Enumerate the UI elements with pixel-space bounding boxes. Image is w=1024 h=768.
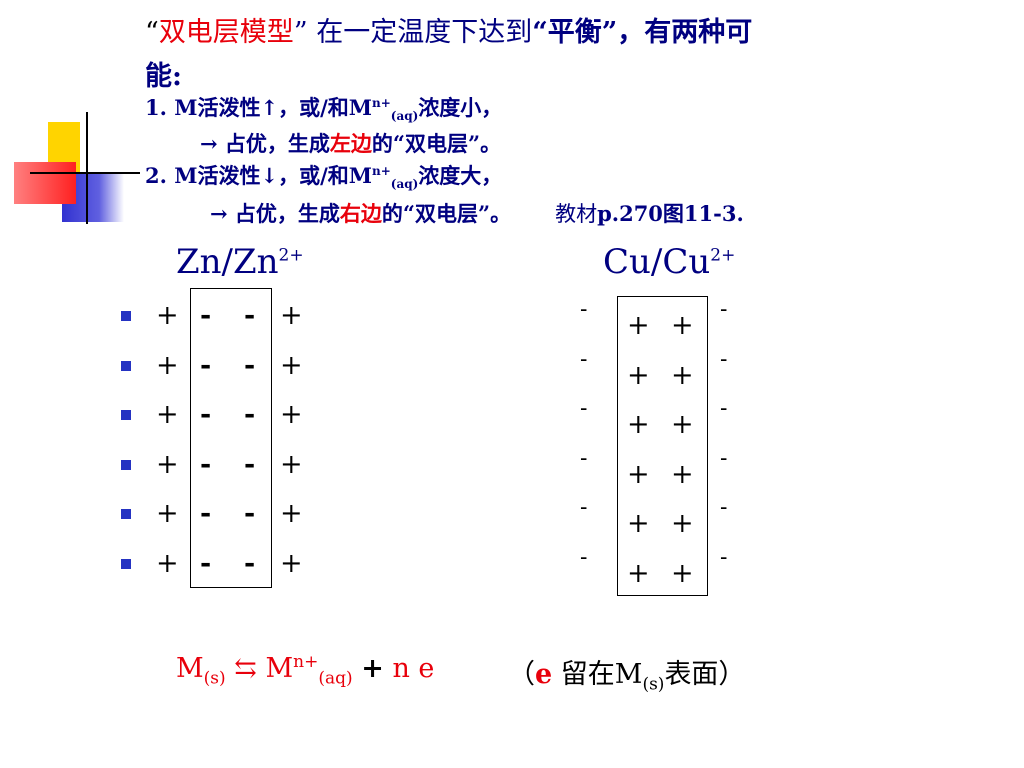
bullet-icon: [121, 410, 131, 420]
cu-metal-charge: +: [671, 409, 694, 440]
zn-metal-charge: -: [200, 547, 212, 579]
cu-solution-charge: -: [580, 445, 588, 471]
bullet-icon: [121, 311, 131, 321]
cu-solution-charge: -: [580, 297, 588, 322]
zn-metal-charge: -: [244, 300, 256, 331]
title-line1: “双电层模型” 在一定温度下达到“平衡”，有两种可: [145, 10, 752, 49]
zn-metal-charge: -: [200, 448, 212, 480]
bullet-icon: [121, 360, 131, 371]
cu-electrode-box: [617, 296, 708, 596]
bullet-icon: [121, 509, 131, 519]
zn-solution-charge: +: [280, 300, 303, 331]
textbook-ref-prefix: 教材: [555, 202, 598, 226]
cu-metal-charge: +: [627, 458, 650, 490]
cu-metal-charge: +: [627, 310, 650, 341]
cu-solution-charge: -: [580, 346, 588, 372]
textbook-ref: p.270图11-3.: [597, 201, 744, 226]
bullet-icon: [121, 459, 131, 470]
title-mid: 在一定温度下达到: [307, 17, 533, 48]
cu-solution-charge: -: [720, 544, 728, 570]
cu-solution-charge: -: [580, 396, 588, 421]
case2-line2: → 占优，生成右边的“双电层”。教材p.270图11-3.: [210, 201, 744, 226]
zn-solution-charge: +: [156, 448, 179, 480]
cu-solution-charge: -: [720, 346, 728, 372]
cu-solution-charge: -: [720, 445, 728, 471]
equation-note: （e 留在M(s)表面）: [508, 659, 746, 695]
zn-metal-charge: -: [244, 349, 256, 381]
cu-metal-charge: +: [627, 508, 650, 539]
case1-side: 左边: [329, 131, 372, 156]
deco-vertical-line: [86, 112, 88, 224]
cu-solution-charge: -: [720, 495, 728, 520]
case2-side: 右边: [339, 201, 382, 226]
cu-metal-charge: +: [671, 359, 694, 391]
equation: M(s) ⇆ Mn+(aq) + n e: [176, 652, 435, 689]
zn-solution-charge: +: [156, 349, 179, 381]
quote-open: “: [145, 17, 159, 48]
deco-horizontal-line: [30, 172, 140, 174]
case1-line1: 1. M活泼性↑，或/和Mn+(aq)浓度小，: [145, 95, 503, 124]
cu-metal-charge: +: [671, 458, 694, 490]
zn-electrode-box: [190, 288, 272, 588]
zn-solution-charge: +: [280, 547, 303, 579]
zn-metal-charge: -: [244, 448, 256, 480]
cu-metal-charge: +: [671, 557, 694, 589]
zn-solution-charge: +: [156, 300, 179, 331]
zn-metal-charge: -: [244, 498, 256, 529]
case1-line2: → 占优，生成左边的“双电层”。: [200, 131, 502, 156]
deco-red-square: [14, 162, 76, 204]
cu-solution-charge: -: [720, 297, 728, 322]
title-line2: 能:: [145, 61, 182, 92]
zn-solution-charge: +: [280, 448, 303, 480]
cu-solution-charge: -: [720, 396, 728, 421]
cu-solution-charge: -: [580, 495, 588, 520]
zn-metal-charge: -: [200, 300, 212, 331]
cu-metal-charge: +: [671, 508, 694, 539]
cu-metal-charge: +: [671, 310, 694, 341]
zn-metal-charge: -: [200, 498, 212, 529]
cu-metal-charge: +: [627, 409, 650, 440]
title-balance: “平衡”，有两种可: [532, 17, 753, 48]
zn-solution-charge: +: [156, 547, 179, 579]
zn-solution-charge: +: [156, 498, 179, 529]
case2-line1: 2. M活泼性↓，或/和Mn+(aq)浓度大，: [145, 163, 503, 192]
zn-metal-charge: -: [244, 399, 256, 430]
cu-metal-charge: +: [627, 557, 650, 589]
zn-solution-charge: +: [280, 498, 303, 529]
zn-metal-charge: -: [244, 547, 256, 579]
cu-label: Cu/Cu2+: [603, 242, 736, 282]
title-model: 双电层模型: [158, 17, 294, 48]
zn-metal-charge: -: [200, 349, 212, 381]
zn-solution-charge: +: [280, 349, 303, 381]
cu-solution-charge: -: [580, 544, 588, 570]
zn-solution-charge: +: [280, 399, 303, 430]
zn-solution-charge: +: [156, 399, 179, 430]
equilibrium-arrow-icon: ⇆: [234, 653, 257, 684]
zn-label: Zn/Zn2+: [176, 242, 304, 282]
zn-metal-charge: -: [200, 399, 212, 430]
bullet-icon: [121, 558, 131, 569]
quote-close: ”: [293, 17, 308, 48]
cu-metal-charge: +: [627, 359, 650, 391]
